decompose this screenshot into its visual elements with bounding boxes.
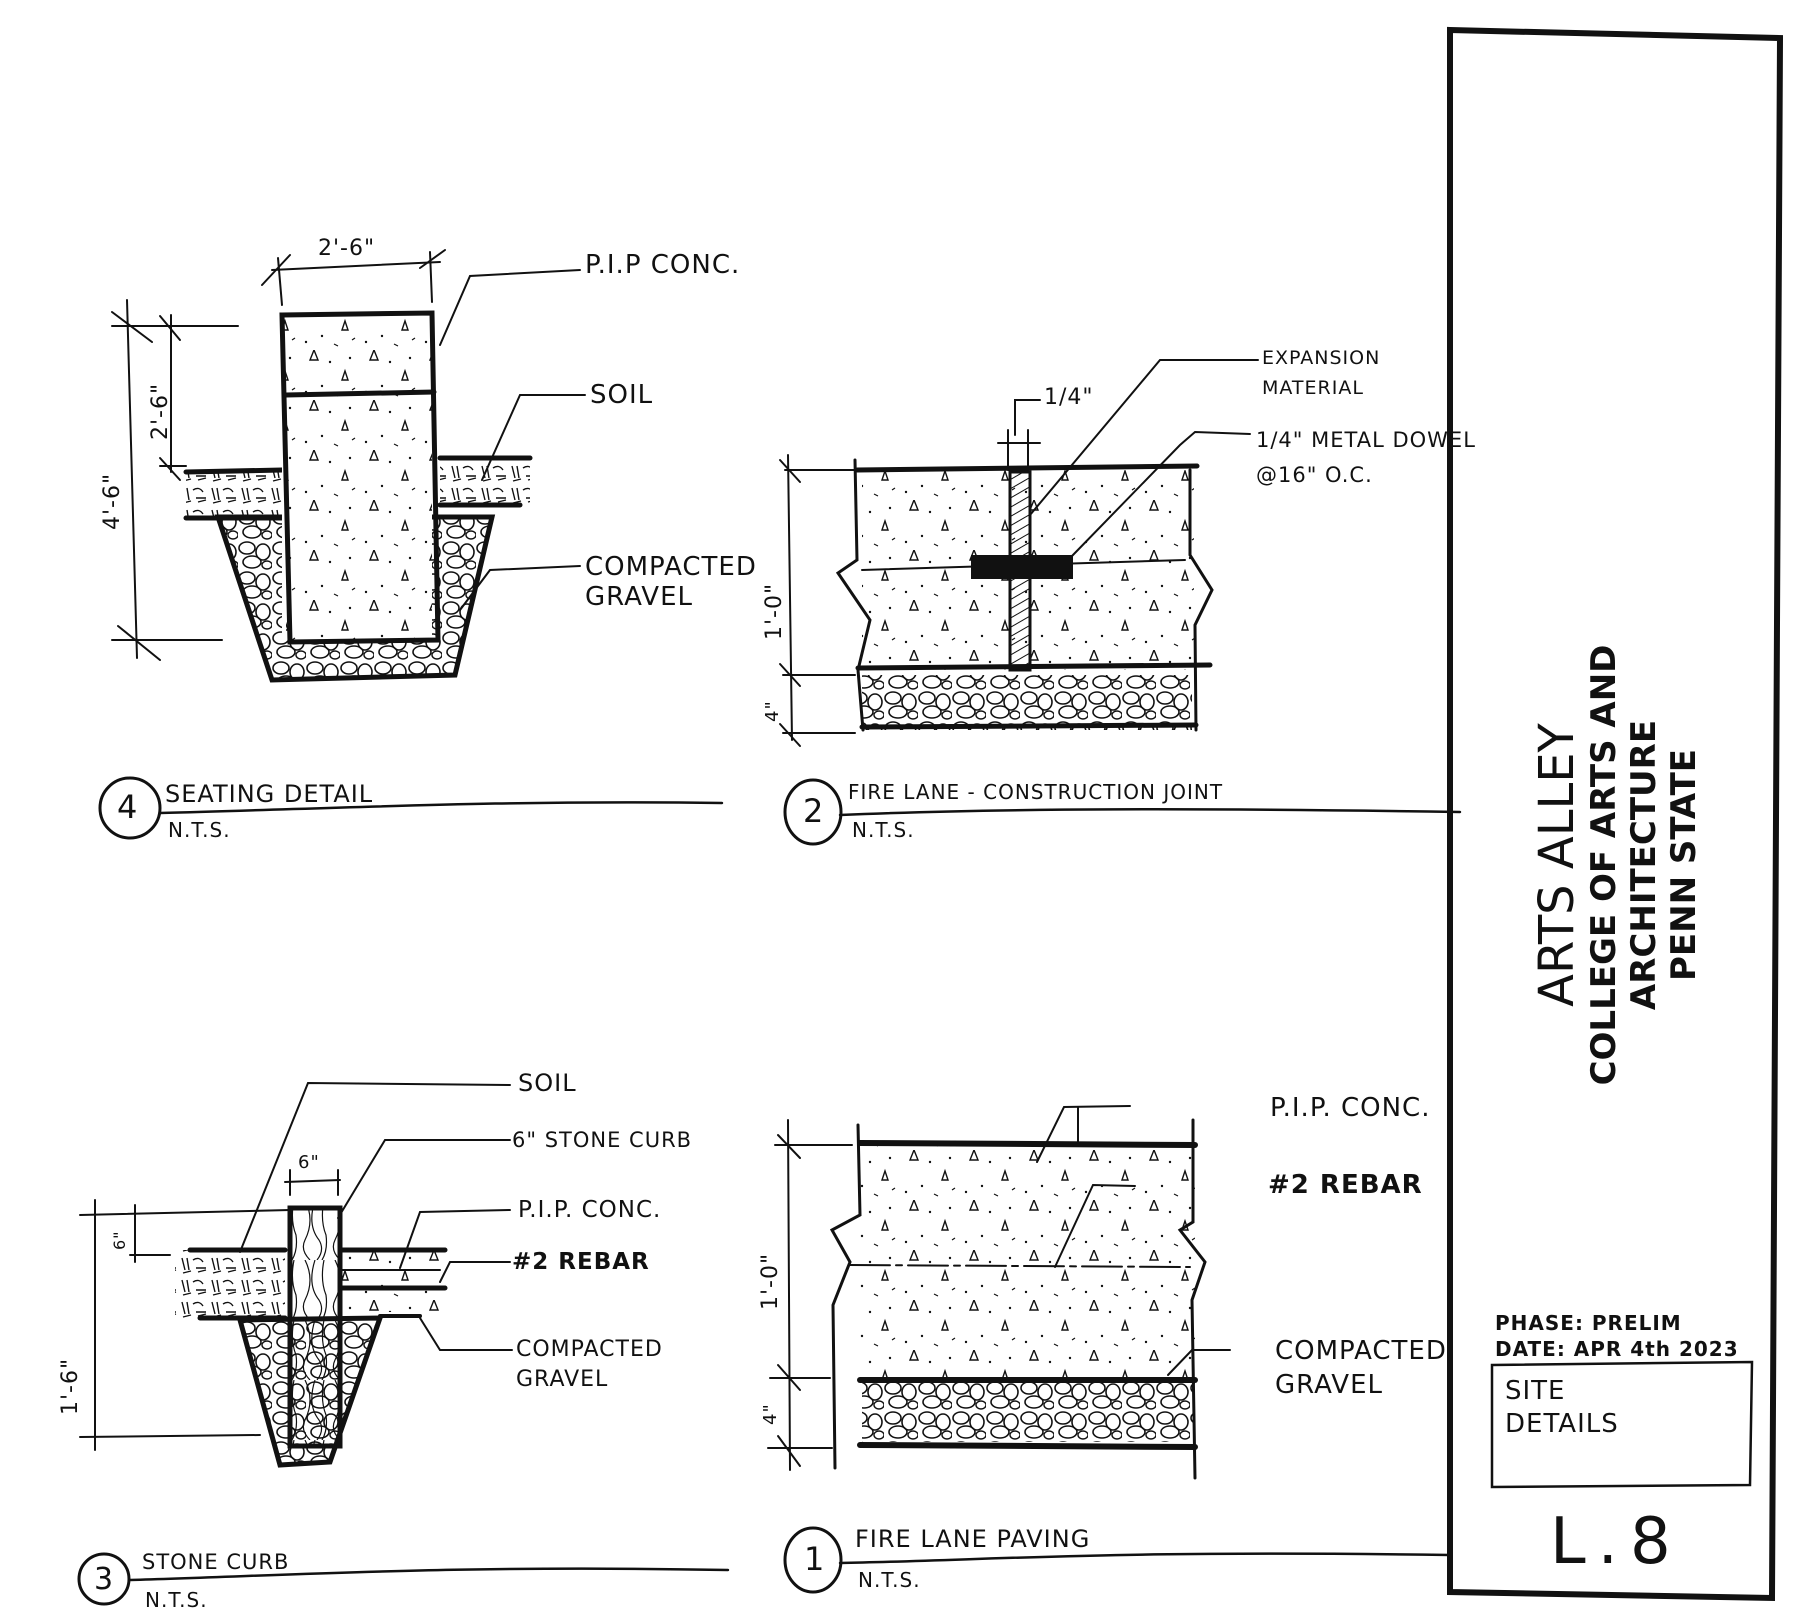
detail-number-1: 1: [804, 1540, 826, 1578]
callout-gravel: GRAVEL: [585, 582, 693, 612]
callout-compacted: COMPACTED: [585, 552, 757, 582]
detail-scale-2: N.T.S.: [852, 818, 915, 842]
detail-number-3: 3: [94, 1562, 115, 1597]
callout-expansion: EXPANSION: [1262, 347, 1381, 369]
callout-pip-conc-1: P.I.P. CONC.: [1270, 1093, 1431, 1123]
detail-title-3: STONE CURB: [142, 1550, 290, 1574]
callout-pip-conc-3: P.I.P. CONC.: [518, 1197, 662, 1223]
dim-slab-thickness-1: 1'-0": [758, 1252, 783, 1310]
detail-1-drawing: [767, 1105, 1452, 1594]
sheet-number: L.8: [1550, 1505, 1683, 1579]
date-label: DATE: APR 4th 2023: [1495, 1337, 1739, 1361]
phase-label: PHASE: PRELIM: [1495, 1311, 1682, 1335]
dim-joint-width: 1/4": [1044, 385, 1094, 410]
dim-total-height: 4'-6": [100, 472, 125, 530]
dim-curb-reveal: 6": [110, 1230, 129, 1250]
callout-soil: SOIL: [590, 380, 654, 410]
callout-stone-curb: 6" STONE CURB: [512, 1128, 693, 1152]
dim-curb-height: 1'-6": [58, 1357, 83, 1415]
dim-slab-thickness: 1'-0": [762, 582, 787, 640]
callout-rebar-1: #2 REBAR: [1268, 1170, 1423, 1200]
detail-3-drawing: [77, 1081, 730, 1606]
project-institution: PENN STATE: [1664, 748, 1704, 982]
project-name: ARTS ALLEY: [1529, 723, 1585, 1007]
callout-metal-dowel: 1/4" METAL DOWEL: [1256, 428, 1476, 452]
dim-base-thickness-1: 4": [760, 1403, 781, 1425]
detail-scale-1: N.T.S.: [858, 1568, 921, 1592]
callout-gravel-3: GRAVEL: [516, 1367, 609, 1392]
dim-above-grade: 2'-6": [148, 382, 173, 440]
dim-seat-width: 2'-6": [318, 236, 376, 261]
detail-scale-3: N.T.S.: [145, 1588, 208, 1612]
sheet-title-line2: DETAILS: [1505, 1409, 1619, 1439]
detail-number-4: 4: [117, 788, 139, 826]
callout-soil-3: SOIL: [518, 1069, 577, 1097]
callout-dowel-spacing: @16" O.C.: [1256, 463, 1373, 487]
project-client: COLLEGE OF ARTS AND ARCHITECTURE: [1584, 644, 1664, 1086]
detail-title-2: FIRE LANE - CONSTRUCTION JOINT: [848, 780, 1224, 804]
detail-2-drawing: [779, 359, 1462, 846]
callout-compacted-3: COMPACTED: [516, 1337, 663, 1362]
dim-base-thickness: 4": [762, 700, 783, 722]
callout-rebar-3: #2 REBAR: [512, 1249, 650, 1275]
callout-material: MATERIAL: [1262, 377, 1364, 399]
detail-number-2: 2: [803, 792, 825, 830]
callout-gravel-1: GRAVEL: [1275, 1370, 1383, 1400]
title-block-frame: [1447, 26, 1784, 1602]
dim-curb-width: 6": [298, 1152, 320, 1173]
detail-title-1: FIRE LANE PAVING: [855, 1525, 1091, 1553]
sheet-title-line1: SITE: [1505, 1376, 1566, 1406]
callout-compacted-1: COMPACTED: [1275, 1336, 1447, 1366]
detail-title-4: SEATING DETAIL: [165, 780, 374, 808]
detail-4-drawing: [98, 249, 724, 840]
project-title-block: ARTS ALLEY COLLEGE OF ARTS AND ARCHITECT…: [1529, 495, 1704, 1235]
detail-scale-4: N.T.S.: [168, 818, 231, 842]
callout-pip-conc: P.I.P CONC.: [585, 250, 741, 280]
